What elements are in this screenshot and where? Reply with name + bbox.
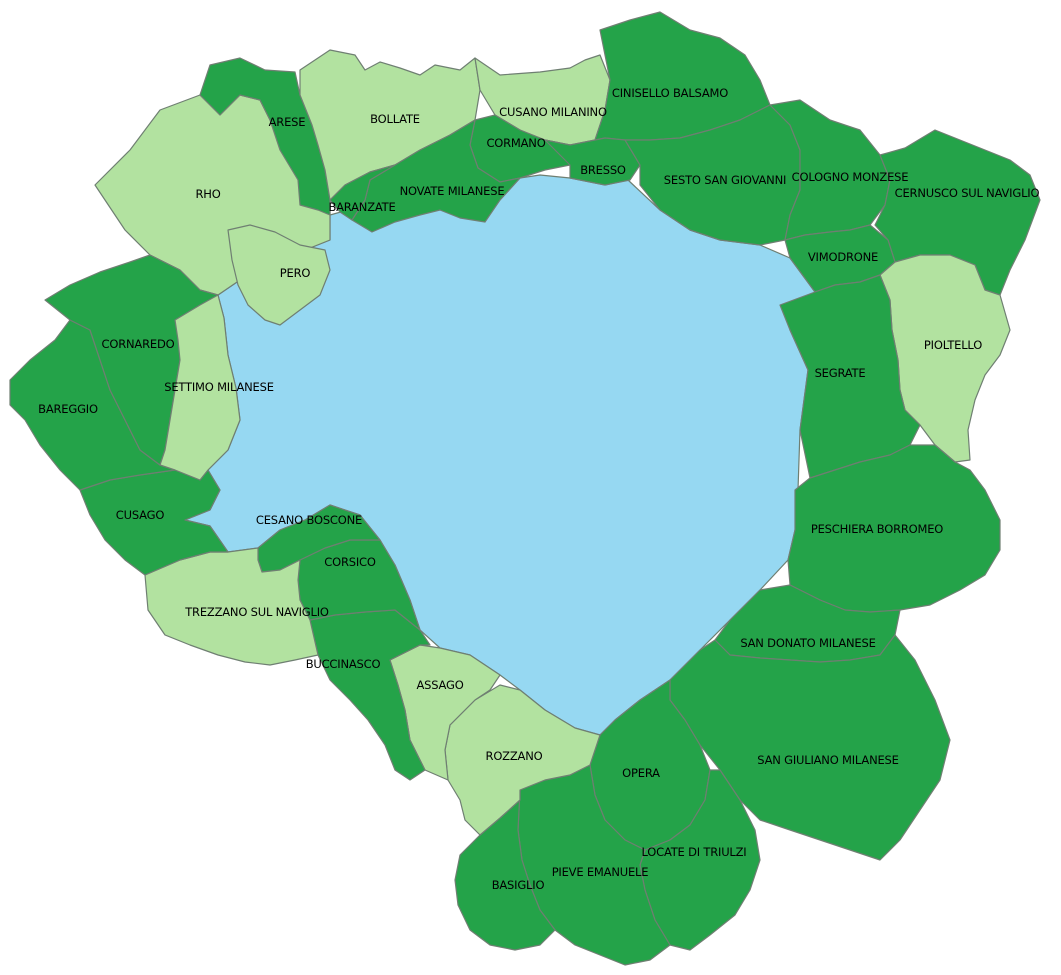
label-cormano: CORMANO [486,136,545,150]
label-cologno-monzese: COLOGNO MONZESE [792,170,909,184]
label-settimo-milanese: SETTIMO MILANESE [164,380,274,394]
label-opera: OPERA [622,766,660,780]
label-san-giuliano-milanese: SAN GIULIANO MILANESE [757,753,898,767]
label-segrate: SEGRATE [815,366,866,380]
label-cornaredo: CORNAREDO [102,337,175,351]
region-trezzano-sul-naviglio [144,547,319,666]
label-baranzate: BARANZATE [328,200,395,214]
region-arese [199,57,331,216]
label-cesano-boscone: CESANO BOSCONE [256,513,362,527]
region-baranzate [329,164,396,221]
label-assago: ASSAGO [416,678,463,692]
label-cernusco-sul-naviglio: CERNUSCO SUL NAVIGLIO [895,186,1040,200]
label-sesto-san-giovanni: SESTO SAN GIOVANNI [664,173,786,187]
label-rho: RHO [195,187,220,201]
municipality-labels: RHO ARESE BOLLATE CUSANO MILANINO CINISELLO … [38,86,1040,892]
region-pero [227,224,331,326]
label-bollate: BOLLATE [370,112,420,126]
label-pioltello: PIOLTELLO [924,338,982,352]
label-rozzano: ROZZANO [486,749,543,763]
label-bareggio: BAREGGIO [38,402,98,416]
region-settimo-milanese [159,294,241,481]
label-cusago: CUSAGO [116,508,165,522]
label-vimodrone: VIMODRONE [808,250,878,264]
label-basiglio: BASIGLIO [492,878,545,892]
municipality-regions [9,11,1041,966]
label-pero: PERO [280,266,311,280]
label-arese: ARESE [269,115,306,129]
label-cusano-milanino: CUSANO MILANINO [499,105,607,119]
region-segrate [779,274,921,479]
label-peschiera-borromeo: PESCHIERA BORROMEO [811,522,943,536]
label-trezzano-sul-naviglio: TREZZANO SUL NAVIGLIO [184,605,329,619]
label-buccinasco: BUCCINASCO [306,657,381,671]
region-rozzano [444,684,601,836]
label-locate-di-triulzi: LOCATE DI TRIULZI [641,845,746,859]
label-corsico: CORSICO [324,555,376,569]
label-pieve-emanuele: PIEVE EMANUELE [552,865,649,879]
label-novate-milanese: NOVATE MILANESE [400,184,505,198]
label-san-donato-milanese: SAN DONATO MILANESE [740,636,875,650]
label-bresso: BRESSO [580,163,626,177]
label-cinisello-balsamo: CINISELLO BALSAMO [612,86,728,100]
